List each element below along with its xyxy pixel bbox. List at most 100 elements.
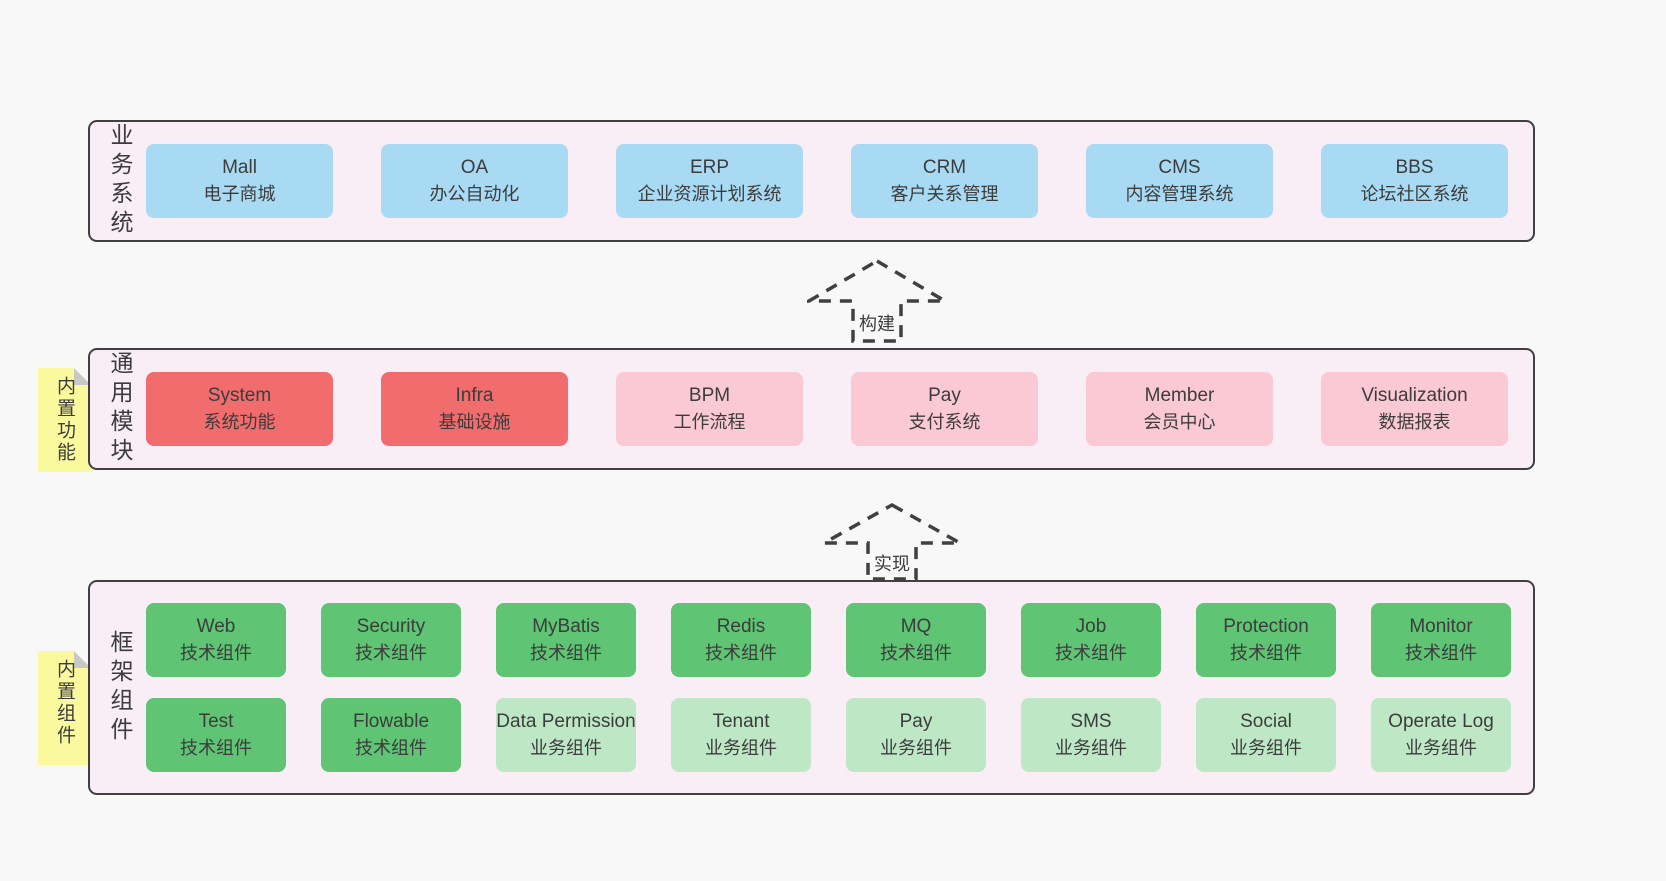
box-zh-label: 技术组件 <box>530 643 602 663</box>
box-tenant: Tenant 业务组件 <box>671 698 811 772</box>
box-en-label: Monitor <box>1409 616 1473 637</box>
box-zh-label: 技术组件 <box>1055 643 1127 663</box>
box-en-label: CRM <box>922 157 967 178</box>
box-cms: CMS 内容管理系统 <box>1086 144 1273 218</box>
box-zh-label: 业务组件 <box>880 738 952 758</box>
box-en-label: MQ <box>900 616 932 637</box>
box-bpm: BPM 工作流程 <box>616 372 803 446</box>
box-zh-label: 工作流程 <box>673 412 746 432</box>
box-en-label: Infra <box>455 385 494 406</box>
box-mybatis: MyBatis 技术组件 <box>496 603 636 677</box>
box-operate-log: Operate Log 业务组件 <box>1371 698 1511 772</box>
box-member: Member 会员中心 <box>1086 372 1273 446</box>
box-monitor: Monitor 技术组件 <box>1371 603 1511 677</box>
build-arrow-label: 构建 <box>856 310 898 337</box>
box-en-label: Social <box>1240 711 1292 732</box>
box-en-label: OA <box>460 157 489 178</box>
box-bbs: BBS 论坛社区系统 <box>1321 144 1508 218</box>
box-en-label: Test <box>198 711 234 732</box>
box-en-label: BBS <box>1395 157 1434 178</box>
sticky-note-built-in-components: 内置组件 <box>38 651 91 765</box>
box-protection: Protection 技术组件 <box>1196 603 1336 677</box>
box-sms: SMS 业务组件 <box>1021 698 1161 772</box>
box-zh-label: 技术组件 <box>355 738 427 758</box>
box-redis: Redis 技术组件 <box>671 603 811 677</box>
box-en-label: CMS <box>1158 157 1201 178</box>
box-en-label: SMS <box>1070 711 1112 732</box>
side-label-framework-components: 框架组件 <box>107 629 133 746</box>
box-zh-label: 技术组件 <box>180 643 252 663</box>
box-crm: CRM 客户关系管理 <box>851 144 1038 218</box>
box-en-label: Flowable <box>352 711 430 732</box>
box-en-label: System <box>207 385 272 406</box>
box-zh-label: 基础设施 <box>438 412 511 432</box>
box-en-label: Data Permission <box>496 711 636 732</box>
box-zh-label: 技术组件 <box>1230 643 1302 663</box>
implement-arrow-icon: 实现 <box>822 502 962 582</box>
box-security: Security 技术组件 <box>321 603 461 677</box>
box-zh-label: 办公自动化 <box>429 184 520 204</box>
box-en-label: Protection <box>1223 616 1309 637</box>
box-test: Test 技术组件 <box>146 698 286 772</box>
box-en-label: MyBatis <box>532 616 600 637</box>
box-erp: ERP 企业资源计划系统 <box>616 144 803 218</box>
box-flowable: Flowable 技术组件 <box>321 698 461 772</box>
box-en-label: Visualization <box>1361 385 1468 406</box>
box-en-label: Web <box>196 616 236 637</box>
box-zh-label: 技术组件 <box>355 643 427 663</box>
side-label-common-modules: 通用模块 <box>107 351 133 467</box>
box-visualization: Visualization 数据报表 <box>1321 372 1508 446</box>
box-zh-label: 数据报表 <box>1378 412 1451 432</box>
box-social: Social 业务组件 <box>1196 698 1336 772</box>
box-en-label: Security <box>356 616 426 637</box>
box-infra: Infra 基础设施 <box>381 372 568 446</box>
box-pay: Pay 业务组件 <box>846 698 986 772</box>
box-en-label: Tenant <box>712 711 770 732</box>
box-mq: MQ 技术组件 <box>846 603 986 677</box>
box-web: Web 技术组件 <box>146 603 286 677</box>
box-zh-label: 企业资源计划系统 <box>637 184 782 204</box>
box-en-label: BPM <box>688 385 731 406</box>
box-zh-label: 技术组件 <box>180 738 252 758</box>
box-en-label: Pay <box>899 711 933 732</box>
box-zh-label: 技术组件 <box>1405 643 1477 663</box>
box-zh-label: 技术组件 <box>880 643 952 663</box>
box-en-label: Redis <box>716 616 766 637</box>
sticky-note-built-in-features: 内置功能 <box>38 368 91 472</box>
box-en-label: Operate Log <box>1388 711 1494 732</box>
box-zh-label: 技术组件 <box>705 643 777 663</box>
side-label-business-systems: 业务系统 <box>107 123 133 239</box>
box-en-label: Job <box>1075 616 1107 637</box>
box-zh-label: 业务组件 <box>705 738 777 758</box>
box-en-label: ERP <box>689 157 730 178</box>
sticky-note-label: 内置组件 <box>54 659 75 747</box>
sticky-note-label: 内置功能 <box>54 376 75 464</box>
box-en-label: Member <box>1144 385 1215 406</box>
box-en-label: Pay <box>928 385 961 406</box>
box-zh-label: 业务组件 <box>1405 738 1477 758</box>
box-zh-label: 论坛社区系统 <box>1360 184 1469 204</box>
box-zh-label: 业务组件 <box>1230 738 1302 758</box>
box-system: System 系统功能 <box>146 372 333 446</box>
build-arrow-icon: 构建 <box>807 258 947 344</box>
box-zh-label: 客户关系管理 <box>890 184 999 204</box>
box-oa: OA 办公自动化 <box>381 144 568 218</box>
box-zh-label: 会员中心 <box>1143 412 1216 432</box>
box-zh-label: 内容管理系统 <box>1125 184 1234 204</box>
box-zh-label: 系统功能 <box>203 412 276 432</box>
box-zh-label: 业务组件 <box>1055 738 1127 758</box>
box-job: Job 技术组件 <box>1021 603 1161 677</box>
